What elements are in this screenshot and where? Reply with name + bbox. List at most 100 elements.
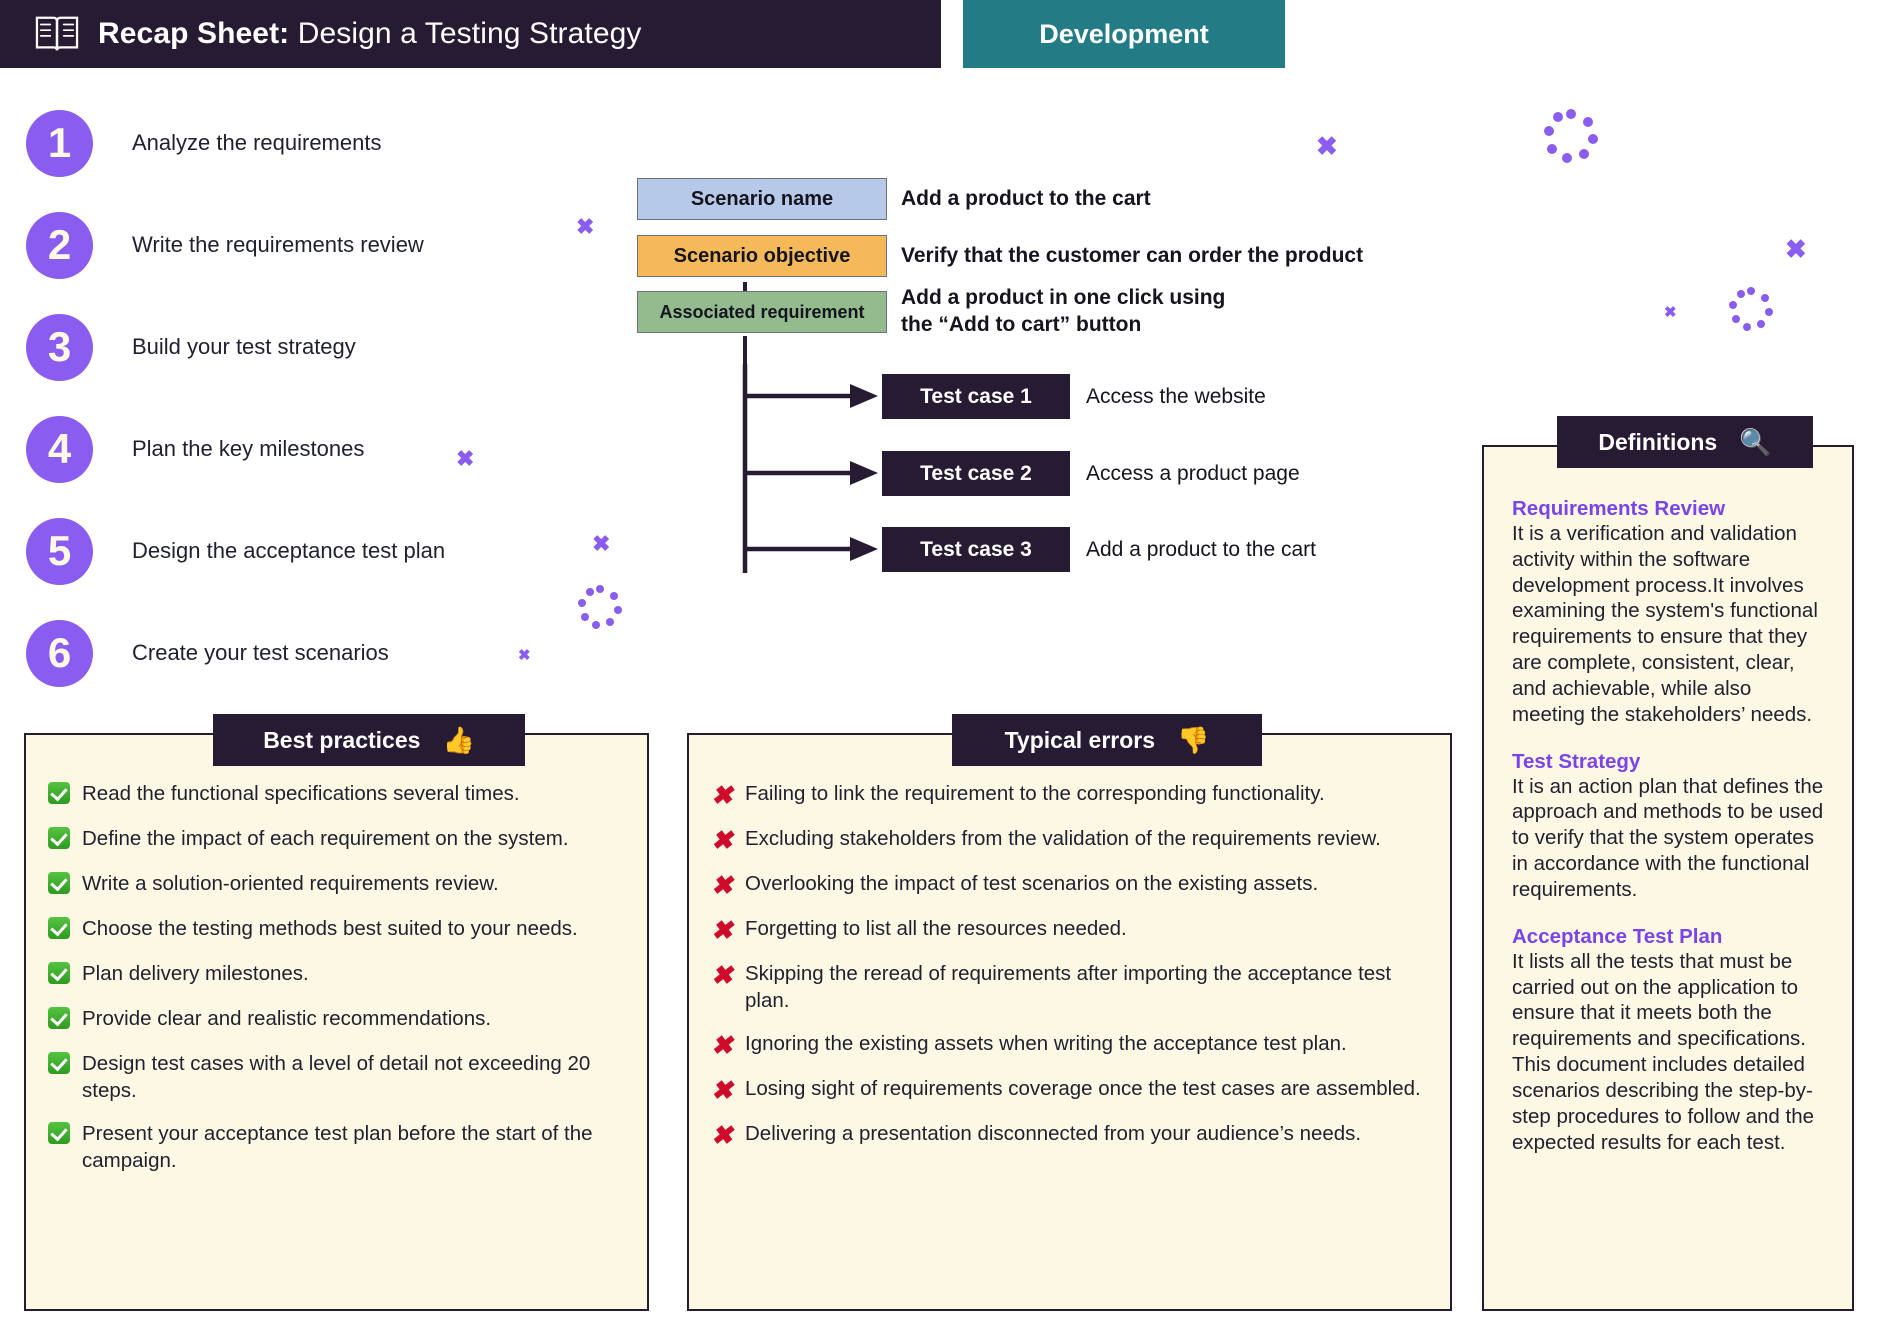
step-item[interactable]: 6 Create your test scenarios [26, 602, 546, 704]
step-item[interactable]: 3 Build your test strategy [26, 296, 546, 398]
definitions-tab-label: Definitions [1598, 428, 1718, 455]
list-item-text: Choose the testing methods best suited t… [82, 917, 578, 940]
list-item-text: Failing to link the requirement to the c… [745, 782, 1325, 805]
list-item: Provide clear and realistic recommendati… [48, 1006, 625, 1034]
list-item-text: Write a solution-oriented requirements r… [82, 872, 499, 895]
step-number-badge: 2 [26, 211, 93, 279]
definitions-tab: Definitions 🔍 [1557, 416, 1813, 468]
definitions-list: Requirements Review It is a verification… [1484, 447, 1852, 1193]
cross-icon: ✖ [711, 1030, 733, 1061]
cross-icon: ✖ [711, 870, 733, 900]
page-title: Recap Sheet: Design a Testing Strategy [98, 17, 642, 51]
list-item-text: Ignoring the existing assets when writin… [745, 1032, 1347, 1056]
step-number-badge: 6 [26, 619, 93, 687]
decorative-dot-circle [1729, 287, 1773, 331]
scenario-row-name: Scenario name Add a product to the cart [637, 178, 1151, 220]
list-item-text: Define the impact of each requirement on… [82, 827, 569, 850]
check-icon [48, 782, 82, 809]
definition-text: It lists all the tests that must be carr… [1512, 949, 1814, 1154]
test-case-box: Test case 2 [882, 451, 1070, 496]
scenario-name-value: Add a product to the cart [901, 186, 1151, 210]
diagram-connectors [742, 282, 878, 573]
typical-errors-card: ✖ Failing to link the requirement to the … [687, 733, 1452, 1311]
scenario-name-box: Scenario name [637, 178, 887, 220]
list-item: Design test cases with a level of detail… [48, 1051, 625, 1104]
decorative-cross-icon: ✖ [1785, 234, 1807, 264]
definition-entry: Test Strategy It is an action plan that … [1512, 750, 1828, 903]
step-label: Plan the key milestones [132, 436, 365, 461]
cross-icon: ✖ [711, 825, 733, 855]
definition-term: Acceptance Test Plan [1512, 924, 1723, 948]
list-item-text: Forgetting to list all the resources nee… [745, 917, 1127, 940]
header-bar: Recap Sheet: Design a Testing Strategy [0, 0, 941, 68]
scenario-row-requirement: Associated requirement Add a product in … [637, 286, 1225, 339]
decorative-cross-icon: ✖ [592, 531, 611, 556]
best-practices-tab: Best practices 👍 [213, 714, 525, 766]
check-icon [48, 962, 82, 989]
list-item-text: Read the functional specifications sever… [82, 782, 520, 805]
list-item-text: Provide clear and realistic recommendati… [82, 1007, 492, 1030]
list-item: Write a solution-oriented requirements r… [48, 871, 625, 899]
list-item: ✖Delivering a presentation disconnected … [711, 1121, 1428, 1149]
associated-requirement-box: Associated requirement [637, 291, 887, 333]
page-title-light: Design a Testing Strategy [289, 17, 642, 50]
list-item-text: Present your acceptance test plan before… [82, 1122, 593, 1172]
list-item: ✖ Ignoring the existing assets when writi… [711, 1031, 1428, 1059]
cross-icon: ✖ [711, 915, 733, 945]
list-item: Define the impact of each requirement on… [48, 826, 625, 854]
phase-tag-label: Development [1039, 18, 1209, 49]
decorative-dot-circle [578, 585, 622, 629]
list-item: Choose the testing methods best suited t… [48, 916, 625, 944]
decorative-cross-icon: ✖ [456, 446, 475, 471]
list-item: ✖ Skipping the reread of requirements aft… [711, 961, 1428, 1014]
decorative-cross-icon: ✖ [1664, 304, 1677, 321]
cross-icon: ✖ [711, 780, 733, 810]
scenario-row-objective: Scenario objective Verify that the custo… [637, 235, 1363, 277]
test-case-row[interactable]: Test case 2 Access a product page [882, 451, 1300, 496]
check-icon [48, 1122, 82, 1149]
list-item: ✖ Forgetting to list all the resources ne… [711, 916, 1428, 944]
step-number-badge: 3 [26, 313, 93, 381]
list-item: Present your acceptance test plan before… [48, 1121, 625, 1174]
definitions-card: Requirements Review It is a verification… [1482, 445, 1854, 1311]
step-item[interactable]: 1 Analyze the requirements [26, 92, 546, 194]
test-case-box: Test case 3 [882, 527, 1070, 572]
page-title-bold: Recap Sheet: [98, 17, 290, 50]
test-case-row[interactable]: Test case 1 Access the website [882, 374, 1266, 419]
step-number-badge: 5 [26, 517, 93, 585]
list-item: Plan delivery milestones. [48, 961, 625, 989]
scenario-objective-value: Verify that the customer can order the p… [901, 243, 1364, 267]
step-item[interactable]: 2 Write the requirements review [26, 194, 546, 296]
check-icon [48, 872, 82, 899]
step-number-badge: 1 [26, 109, 93, 177]
definition-text: It is an action plan that defines the ap… [1512, 774, 1824, 901]
list-item-text: Losing sight of requirements coverage on… [745, 1077, 1421, 1101]
list-item-text: Overlooking the impact of test scenarios… [745, 872, 1319, 895]
test-case-value: Add a product to the cart [1086, 537, 1316, 561]
list-item: ✖ Failing to link the requirement to the … [711, 781, 1428, 809]
definition-entry: Acceptance Test Plan It lists all the te… [1512, 925, 1828, 1156]
scenario-objective-box: Scenario objective [637, 235, 887, 277]
step-label: Create your test scenarios [132, 640, 389, 665]
steps-list: 1 Analyze the requirements 2 Write the r… [26, 92, 546, 704]
list-item-text: Plan delivery milestones. [82, 962, 309, 985]
step-item[interactable]: 5 Design the acceptance test plan [26, 500, 546, 602]
associated-requirement-value: Add a product in one click using the “Ad… [901, 286, 1226, 336]
test-case-value: Access a product page [1086, 461, 1300, 485]
magnifier-icon: 🔍 [1739, 427, 1772, 457]
cross-icon: ✖ [711, 1120, 733, 1151]
list-item-text: Skipping the reread of requirements afte… [745, 962, 1392, 1012]
definition-text: It is a verification and validation acti… [1512, 522, 1818, 726]
list-item-text: Design test cases with a level of detail… [82, 1052, 591, 1102]
decorative-dot-circle [1544, 109, 1598, 163]
list-item: ✖Losing sight of requirements coverage o… [711, 1076, 1428, 1104]
step-label: Design the acceptance test plan [132, 538, 446, 563]
list-item-text: Excluding stakeholders from the validati… [745, 827, 1381, 850]
check-icon [48, 917, 82, 944]
test-case-row[interactable]: Test case 3 Add a product to the cart [882, 527, 1316, 572]
step-item[interactable]: 4 Plan the key milestones [26, 398, 546, 500]
decorative-cross-icon: ✖ [1316, 131, 1338, 161]
decorative-cross-icon: ✖ [518, 647, 531, 664]
cross-icon: ✖ [711, 960, 733, 990]
best-practices-list: Read the functional specifications sever… [26, 735, 647, 1210]
